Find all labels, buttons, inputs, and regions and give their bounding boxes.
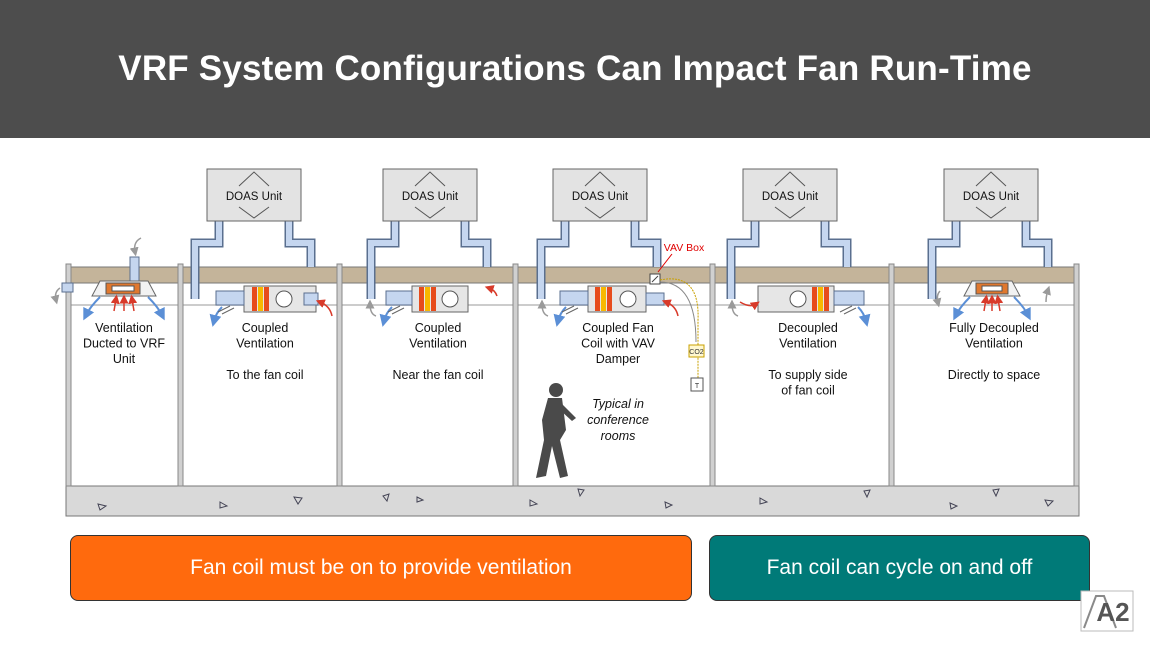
doas-unit-2: DOAS Unit <box>366 168 492 299</box>
zone-2-name-line: Ventilation <box>236 337 294 351</box>
vrf-configuration-diagram: DOAS Unit DOAS Unit DOAS Unit DOAS Unit DOAS… <box>50 168 1080 517</box>
co2-sensor <box>688 344 705 358</box>
fan-must-run-banner: Fan coil must be on to provide ventilati… <box>70 535 692 601</box>
fan-can-cycle-banner: Fan coil can cycle on and off <box>709 535 1090 601</box>
zone-4-name-line: Coil with VAV <box>581 337 656 351</box>
zone-6-detail-line: Directly to space <box>948 368 1040 382</box>
doas-unit-label: DOAS Unit <box>762 191 819 203</box>
zone-1-name-line: Unit <box>113 352 136 366</box>
zone-1-name-line: Ventilation <box>95 321 153 335</box>
a2-logo: A2 <box>1080 590 1134 632</box>
doas-unit-1: DOAS Unit <box>190 168 316 299</box>
zone-5-detail-line: To supply side <box>768 368 847 382</box>
zone-2-fan-coil <box>209 285 333 327</box>
conference-note: Typical in conference rooms <box>587 397 649 443</box>
doas-unit-3: DOAS Unit <box>536 168 662 299</box>
person-icon <box>536 383 576 478</box>
page-title: VRF System Configurations Can Impact Fan… <box>118 49 1032 88</box>
zone-1-equipment <box>50 237 165 321</box>
doas-unit-label: DOAS Unit <box>572 191 629 203</box>
zone-2-detail-line: To the fan coil <box>226 368 303 382</box>
zone-4-name-line: Coupled Fan <box>582 321 654 335</box>
ceiling-plenum <box>65 266 1080 284</box>
doas-unit-label: DOAS Unit <box>226 191 283 203</box>
zone-3-fan-coil <box>365 285 498 327</box>
zone-5-detail-line: of fan coil <box>781 384 835 398</box>
zone-3-detail-line: Near the fan coil <box>392 368 483 382</box>
zone-1-name-line: Ducted to VRF <box>83 337 165 351</box>
conference-note-line: rooms <box>601 429 636 443</box>
zone-3-name-line: Coupled <box>415 321 462 335</box>
doas-unit-4: DOAS Unit <box>726 168 852 299</box>
title-bar: VRF System Configurations Can Impact Fan… <box>0 0 1150 138</box>
zone-3-name-line: Ventilation <box>409 337 467 351</box>
zone-5-name-line: Decoupled <box>778 321 838 335</box>
zone-4-name-line: Damper <box>596 352 640 366</box>
zone-6-cassette <box>932 280 1051 321</box>
thermostat <box>690 377 704 392</box>
co2-sensor-label: CO2 <box>689 349 704 356</box>
zone-5-name-line: Ventilation <box>779 337 837 351</box>
doas-unit-5: DOAS Unit <box>927 168 1053 299</box>
doas-units: DOAS Unit DOAS Unit DOAS Unit DOAS Unit DOAS… <box>190 168 1053 299</box>
zone-4-fan-coil-vav: CO2 T VAV Box <box>537 242 705 392</box>
zone-2-name-line: Coupled <box>242 321 289 335</box>
vav-box-label: VAV Box <box>664 242 705 254</box>
zone-5-fan-coil <box>727 285 871 327</box>
zone-6-name-line: Ventilation <box>965 337 1023 351</box>
slab-aggregate-marks <box>97 488 1055 511</box>
floor-slab <box>65 485 1080 517</box>
svg-text:A2: A2 <box>1096 597 1129 627</box>
conference-note-line: Typical in <box>592 397 644 411</box>
doas-unit-label: DOAS Unit <box>963 191 1020 203</box>
zone-6-name-line: Fully Decoupled <box>949 321 1039 335</box>
doas-unit-label: DOAS Unit <box>402 191 459 203</box>
conference-note-line: conference <box>587 413 649 427</box>
thermostat-label: T <box>695 383 700 390</box>
walls <box>65 263 1080 487</box>
